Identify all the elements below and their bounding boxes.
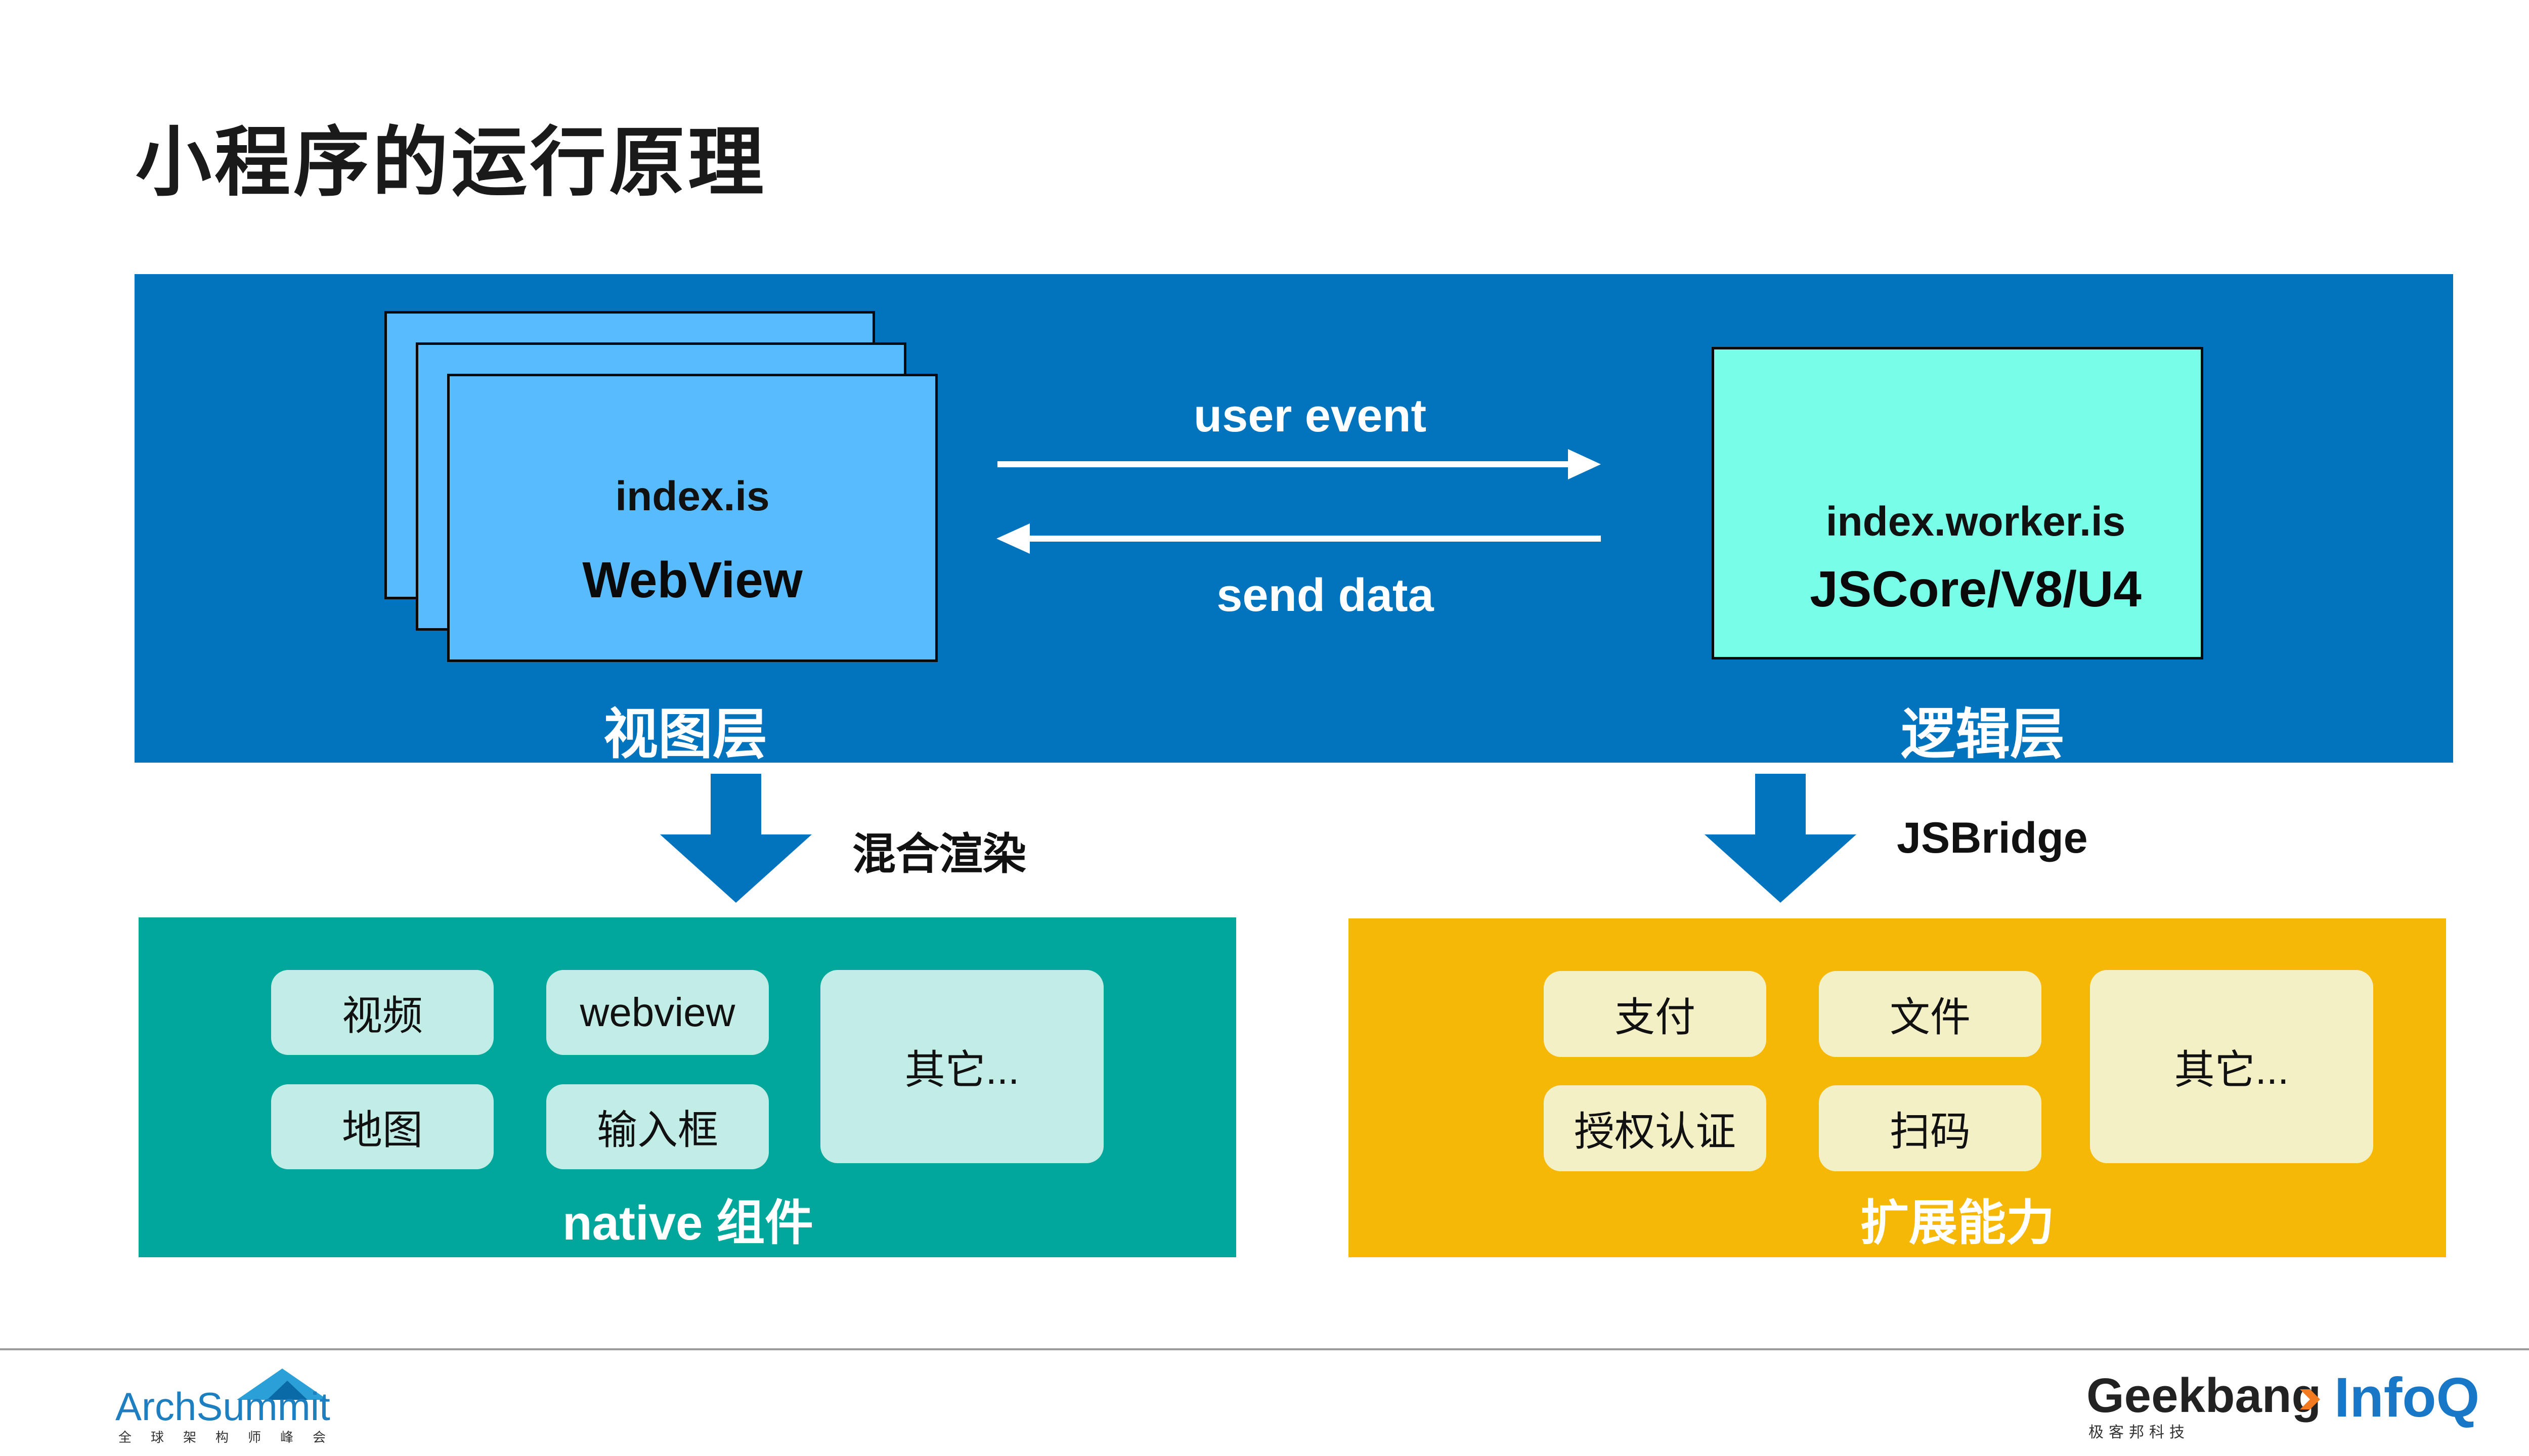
page-title: 小程序的运行原理 <box>136 120 767 205</box>
jsbridge-label: JSBridge <box>1897 814 2088 862</box>
view-engine-label: WebView <box>582 552 803 608</box>
geekbang-logo: Geekbang 极客邦科技 <box>2086 1368 2324 1449</box>
geekbang-wordmark: Geekbang <box>2086 1369 2322 1423</box>
chip-input: 输入框 <box>546 1084 769 1169</box>
user-event-arrow <box>997 449 1601 479</box>
infoq-logo: InfoQ <box>2334 1366 2480 1429</box>
extension-panel-label: 扩展能力 <box>1860 1196 2055 1250</box>
chip-scan: 扫码 <box>1819 1085 2041 1171</box>
chip-native-other: 其它... <box>820 970 1104 1163</box>
view-layer-label: 视图层 <box>603 703 767 765</box>
archsummit-subtitle: 全球架构师峰会 <box>118 1430 345 1445</box>
logic-layer-label: 逻辑层 <box>1900 703 2065 765</box>
chip-file: 文件 <box>1819 971 2041 1057</box>
chip-authorization: 授权认证 <box>1544 1085 1766 1171</box>
chevron-right-icon <box>2300 1389 2320 1409</box>
webview-window-front <box>447 374 938 662</box>
geekbang-subtitle: 极客邦科技 <box>2088 1424 2190 1441</box>
send-data-label: send data <box>1216 569 1434 621</box>
chip-video: 视频 <box>271 970 494 1055</box>
chip-ext-other: 其它... <box>2090 970 2373 1163</box>
send-data-arrow <box>996 523 1601 554</box>
archsummit-logo: ArchSummit 全球架构师峰会 <box>115 1365 348 1446</box>
logic-engine-label: JSCore/V8/U4 <box>1810 561 2142 617</box>
chip-payment: 支付 <box>1544 971 1766 1057</box>
user-event-label: user event <box>1193 390 1427 442</box>
logic-file-label: index.worker.is <box>1825 499 2126 545</box>
hybrid-render-label: 混合渲染 <box>852 830 1026 878</box>
jsbridge-down-arrow <box>1705 774 1856 903</box>
logic-worker-box <box>1712 347 2203 659</box>
render-down-arrow <box>660 774 812 903</box>
event-arrows <box>996 449 1601 554</box>
view-file-label: index.is <box>615 473 770 519</box>
chip-webview: webview <box>546 970 769 1055</box>
footer-divider <box>0 1348 2529 1350</box>
archsummit-wordmark: ArchSummit <box>115 1384 330 1429</box>
native-panel-label: native 组件 <box>562 1196 814 1250</box>
mountain-icon <box>237 1369 328 1400</box>
chip-map: 地图 <box>271 1084 494 1169</box>
